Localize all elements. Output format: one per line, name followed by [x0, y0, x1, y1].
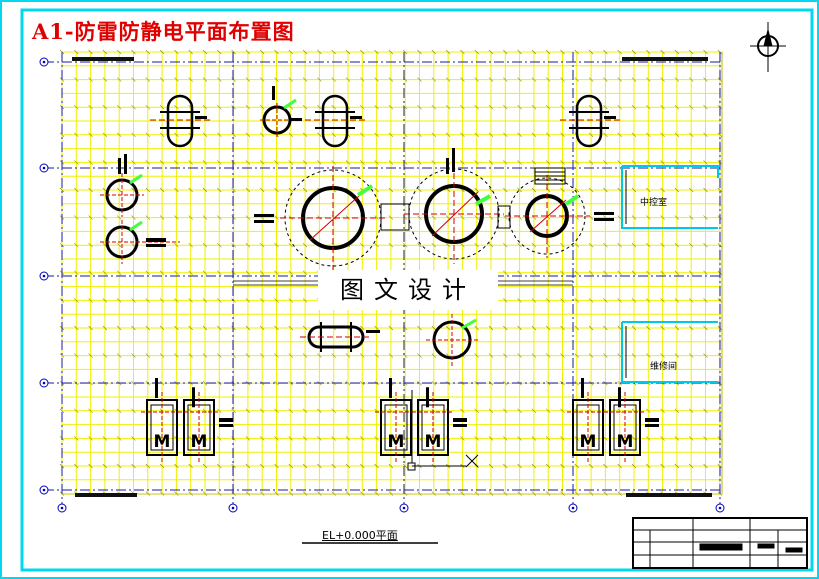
grounding-cross-icon — [407, 390, 479, 471]
motor-unit: M — [567, 378, 609, 462]
axis-bubble-icon — [57, 503, 67, 513]
grounding-mesh — [59, 49, 723, 496]
motor-unit: M — [178, 387, 220, 462]
vessel-round-small-3 — [100, 220, 180, 264]
maintenance-room-outline — [621, 321, 718, 383]
tank-large-1 — [254, 166, 386, 270]
vessel-capsule-3 — [560, 94, 622, 148]
tank-large-3 — [505, 167, 614, 258]
motor-label: M — [388, 432, 405, 452]
vessel-capsule-1 — [150, 94, 212, 148]
control-room-label: 中控室 — [640, 198, 668, 208]
axis-bubble-icon — [39, 271, 49, 281]
axis-bubble-icon — [399, 503, 409, 513]
motor-unit: M — [604, 387, 646, 462]
motor-unit: M — [141, 378, 183, 462]
boundary-bars — [72, 57, 712, 497]
motor-unit: M — [412, 387, 454, 462]
axis-bubble-icon — [39, 485, 49, 495]
elevation-label: EL+0.000平面 — [322, 529, 398, 542]
axis-bubble-icon — [39, 163, 49, 173]
motor-unit: M — [375, 378, 417, 462]
tank-walkways — [380, 203, 511, 231]
vessel-round-small-1 — [260, 86, 302, 137]
axis-bubble-icon — [568, 503, 578, 513]
vessel-capsule-2 — [305, 94, 367, 148]
axis-bubble-icon — [228, 503, 238, 513]
watermark-text: 图文设计 — [318, 270, 498, 310]
title-block — [632, 517, 808, 569]
drawing-title: A1-防雷防静电平面布置图 — [32, 19, 295, 44]
axis-bubble-icon — [715, 503, 725, 513]
axis-bubble-icon — [39, 57, 49, 67]
maintenance-room-label: 维修间 — [650, 362, 678, 372]
motor-label: M — [154, 432, 171, 452]
vessel-horizontal — [300, 322, 380, 352]
motor-label: M — [580, 432, 597, 452]
vessel-round-medium — [426, 314, 478, 366]
control-room-outline — [621, 165, 719, 229]
inner-frame — [20, 8, 814, 572]
motor-label: M — [617, 432, 634, 452]
axis-bubble-icon — [39, 378, 49, 388]
motor-label: M — [191, 432, 208, 452]
vessel-round-small-2 — [100, 154, 144, 217]
north-arrow-icon — [750, 22, 786, 72]
motor-label: M — [425, 432, 442, 452]
tank-large-2 — [404, 148, 504, 264]
